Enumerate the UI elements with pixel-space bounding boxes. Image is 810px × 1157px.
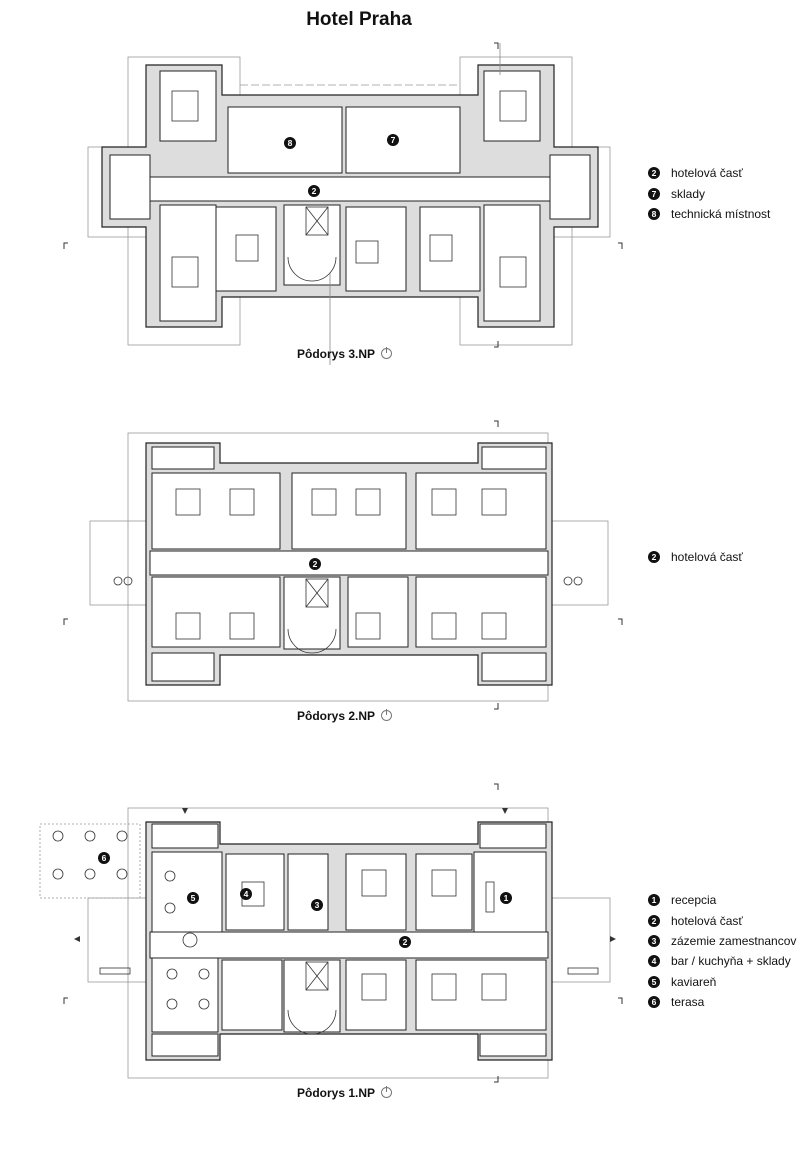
floor-plan-3np: 8 7 2 Pôdorys 3.NP 2 hotelová časť 7 sklad… [0, 35, 810, 365]
legend-2np: 2 hotelová časť [648, 547, 743, 567]
legend-number: 2 [648, 167, 660, 180]
room-marker-6: 6 [98, 852, 110, 864]
legend-number: 1 [648, 894, 660, 907]
legend-item: 2 hotelová časť [648, 163, 770, 183]
room-marker-5: 5 [187, 892, 199, 904]
room-marker-7: 7 [387, 134, 399, 146]
legend-item: 5 kaviareň [648, 972, 796, 992]
floor-plan-1np-drawing [39, 783, 623, 1083]
legend-label: recepcia [671, 893, 717, 908]
legend-label: sklady [671, 186, 706, 201]
legend-label: hotelová časť [671, 166, 743, 181]
floor-plan-1np: 6 5 4 3 2 1 Pôdorys 1.NP 1 recepcia 2 hote… [0, 778, 810, 1108]
room-marker-8: 8 [284, 137, 296, 149]
plan-caption-3np: Pôdorys 3.NP [297, 347, 393, 361]
room-marker-2: 2 [309, 558, 321, 570]
room-marker-1: 1 [500, 892, 512, 904]
room-marker-2: 2 [399, 936, 411, 948]
legend-item: 7 sklady [648, 183, 770, 203]
legend-label: technická místnost [671, 206, 771, 221]
north-arrow-icon [381, 709, 393, 721]
legend-1np: 1 recepcia 2 hotelová časť 3 zázemie zamest… [648, 890, 796, 1012]
legend-item: 2 hotelová časť [648, 910, 796, 930]
floor-plan-2np: 2 Pôdorys 2.NP 2 hotelová časť [0, 413, 810, 731]
north-arrow-icon [381, 1086, 393, 1098]
plan-caption-text: Pôdorys 1.NP [297, 1086, 376, 1100]
plan-caption-1np: Pôdorys 1.NP [297, 1086, 393, 1100]
legend-number: 8 [648, 207, 660, 220]
legend-item: 1 recepcia [648, 890, 796, 910]
legend-item: 3 zázemie zamestnancov [648, 931, 796, 951]
floor-plan-3np-drawing [63, 42, 623, 365]
legend-label: bar / kuchyňa + sklady [671, 954, 791, 969]
legend-item: 4 bar / kuchyňa + sklady [648, 951, 796, 971]
plan-caption-text: Pôdorys 3.NP [297, 347, 376, 361]
legend-number: 5 [648, 975, 660, 988]
legend-label: terasa [671, 995, 705, 1010]
legend-number: 3 [648, 934, 660, 947]
legend-label: zázemie zamestnancov [671, 933, 797, 948]
legend-item: 6 terasa [648, 992, 796, 1012]
north-arrow-icon [381, 347, 393, 359]
room-marker-4: 4 [240, 888, 252, 900]
legend-item: 2 hotelová časť [648, 547, 743, 567]
legend-number: 4 [648, 955, 660, 968]
floor-plan-2np-drawing [63, 420, 623, 710]
legend-label: hotelová časť [671, 913, 743, 928]
legend-3np: 2 hotelová časť 7 sklady 8 technická místno… [648, 163, 770, 224]
plan-caption-text: Pôdorys 2.NP [297, 709, 376, 723]
room-marker-3: 3 [311, 899, 323, 911]
plan-caption-2np: Pôdorys 2.NP [297, 709, 393, 723]
page-title: Hotel Praha [306, 9, 412, 30]
legend-item: 8 technická místnost [648, 204, 770, 224]
legend-number: 7 [648, 187, 660, 200]
legend-label: kaviareň [671, 974, 717, 989]
legend-number: 2 [648, 551, 660, 564]
legend-number: 2 [648, 914, 660, 927]
legend-number: 6 [648, 996, 660, 1009]
legend-label: hotelová časť [671, 550, 743, 565]
room-marker-2: 2 [308, 185, 320, 197]
